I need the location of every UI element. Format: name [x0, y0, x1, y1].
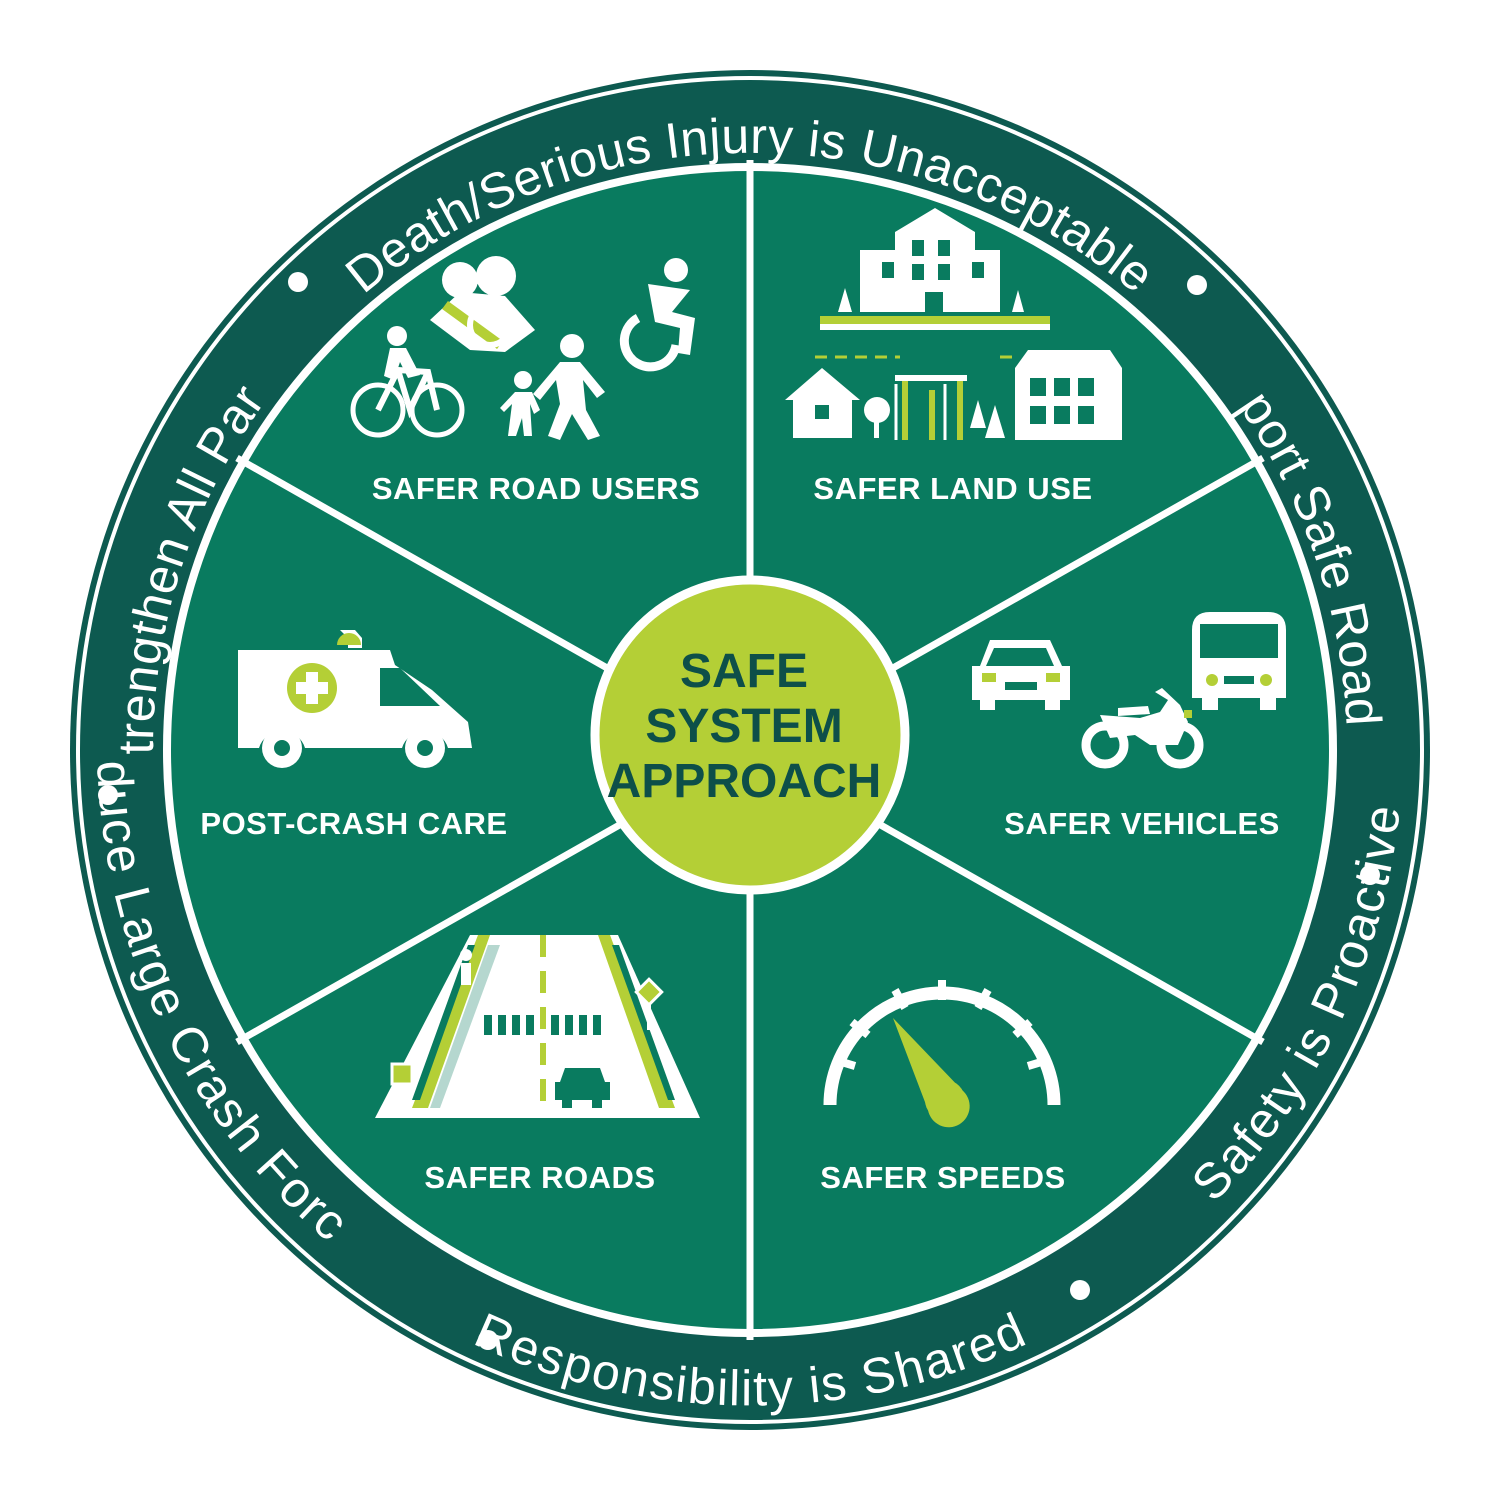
road-icon	[375, 935, 700, 1118]
road-users-icon	[350, 256, 695, 440]
speedometer-icon	[823, 980, 1061, 1128]
land-use-icon	[785, 208, 1122, 440]
label-safer-road-users: SAFER ROAD USERS	[372, 471, 700, 506]
vehicles-icon	[972, 612, 1286, 769]
ambulance-icon	[238, 630, 472, 768]
center-hub	[590, 575, 910, 895]
label-safer-speeds: SAFER SPEEDS	[820, 1160, 1065, 1195]
center-title-line3: APPROACH	[607, 755, 882, 808]
label-safer-land-use: SAFER LAND USE	[813, 471, 1092, 506]
label-safer-roads: SAFER ROADS	[424, 1160, 655, 1195]
label-post-crash-care: POST-CRASH CARE	[200, 806, 507, 841]
label-safer-vehicles: SAFER VEHICLES	[1004, 806, 1280, 841]
wheel-spokes	[235, 160, 1265, 1340]
center-title-line2: SYSTEM	[645, 700, 842, 753]
center-title-line1: SAFE	[680, 645, 808, 698]
ring-separator-dots	[98, 272, 1380, 1350]
